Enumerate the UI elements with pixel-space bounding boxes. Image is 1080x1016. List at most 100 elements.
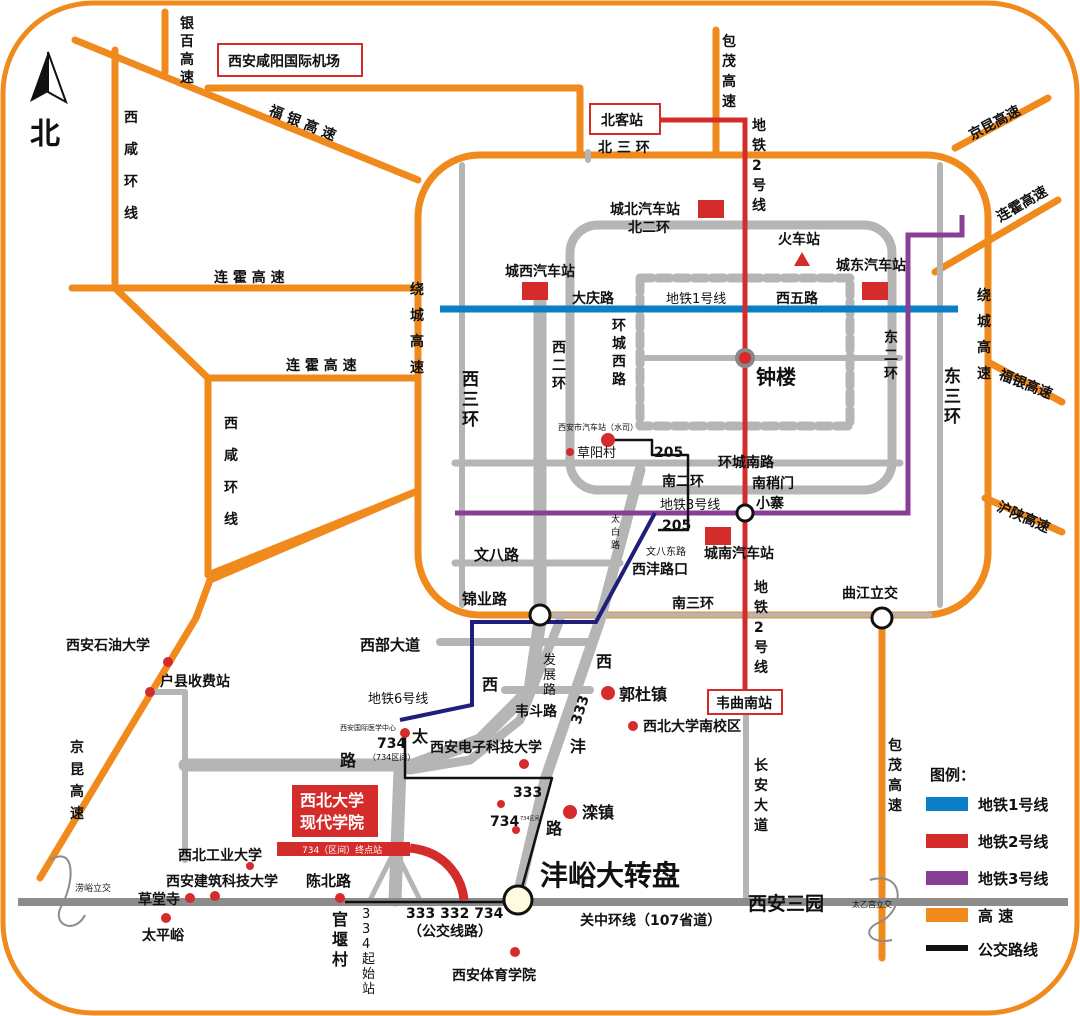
- school-block: 西北大学 现代学院 734（区间）终点站: [277, 785, 410, 856]
- north-second-label: 北二环: [628, 220, 670, 236]
- xi-shiyou-label: 西安石油大学: [66, 637, 150, 654]
- bus-stations: [522, 200, 888, 545]
- legend-swatch-metro2: [926, 834, 968, 848]
- xiaozhai-label: 小寨: [756, 495, 785, 512]
- fengyu-circle: [502, 884, 534, 916]
- jingkun-expressway-sw: [36, 488, 419, 882]
- fazhan-label: 发展路: [543, 652, 556, 698]
- airport-label: 西安咸阳国际机场: [228, 53, 340, 70]
- xi-pe-label: 西安体育学院: [452, 967, 536, 984]
- taibai-label: 太白路: [611, 513, 620, 551]
- xitai-road-branch: [405, 615, 565, 775]
- fuyin-expressway-east: [984, 358, 1066, 406]
- r333-b-label: 333: [513, 785, 542, 801]
- road-xifeng-c-label: 路: [546, 819, 563, 838]
- taipingyu-dot: [161, 913, 171, 923]
- fan-road-1: [367, 847, 398, 903]
- xixian-ring-west: [111, 46, 419, 579]
- chengdong-label: 城东汽车站: [836, 257, 906, 274]
- road-xitai-a-label: 西: [482, 675, 498, 694]
- urban-roads: [147, 149, 943, 907]
- luanzhen-label: 滦镇: [582, 803, 614, 822]
- road-xitai-b-label: 太: [411, 727, 429, 746]
- west-second-label: 西二环: [552, 340, 566, 392]
- taiyi-label: 太乙宫立交: [852, 899, 892, 909]
- lianhuo-1-label: 连 霍 高 速: [214, 269, 285, 286]
- chengdong-bus-station-marker: [862, 282, 888, 300]
- fan-road-2: [392, 847, 423, 903]
- legend-swatch-expressway: [926, 908, 968, 922]
- chengbei-label: 城北汽车站: [610, 201, 680, 218]
- nwu-south-label: 西北大学南校区: [643, 718, 741, 735]
- airport-box: 西安咸阳国际机场: [217, 43, 363, 77]
- weiqu-south-box: 韦曲南站: [707, 689, 783, 715]
- raocheng-right-label: 绕城高速: [977, 287, 991, 382]
- huancheng-west-label: 环城西路: [612, 318, 627, 388]
- chengnan-bus-station-marker: [705, 527, 731, 545]
- huxian-dot: [145, 687, 155, 697]
- south-second-label: 南二环: [662, 473, 704, 490]
- xi-shiyou-dot: [163, 657, 173, 667]
- r734-small-label: 734区间: [520, 815, 540, 822]
- jingkun-ne-label: 京昆高速: [966, 102, 1023, 143]
- guanyan-label: 官堰村: [332, 910, 348, 969]
- bus-lines-sub-label: （公交线路）: [408, 923, 492, 940]
- xauat-label: 西安建筑科技大学: [166, 873, 278, 890]
- weiqu-south-label: 韦曲南站: [716, 695, 772, 712]
- baomao-bottom-label: 包茂高速: [888, 737, 902, 814]
- north-label: 北: [30, 117, 60, 152]
- chengnan-label: 城南汽车站: [704, 545, 774, 562]
- north-arrow-icon: [30, 52, 48, 102]
- north-arrow: 北: [30, 51, 68, 152]
- jinye-circle: [528, 603, 552, 627]
- caoyang-label: 草阳村: [577, 446, 616, 461]
- intl-med-label: 西安国际医学中心: [340, 723, 396, 732]
- taipingyu-label: 太平峪: [142, 927, 185, 944]
- xixian-top-label: 西咸环线: [124, 110, 138, 222]
- east-second-label: 东二环: [884, 329, 898, 382]
- legend-label-metro1: 地铁1号线: [978, 796, 1048, 814]
- road-xifeng-a-label: 西: [596, 652, 612, 671]
- weidou-label: 韦斗路: [515, 703, 558, 720]
- r205-a-label: 205: [654, 445, 683, 461]
- metro-line-6: [399, 512, 657, 722]
- metro1-label: 地铁1号线: [666, 292, 726, 307]
- xifeng-road-label: 西沣路口: [632, 561, 688, 578]
- xitai-road-main: [388, 293, 547, 907]
- terminus-arc: [409, 843, 469, 901]
- xibu-label: 西部大道: [360, 636, 420, 654]
- xixian-bottom-label: 西咸环线: [224, 416, 238, 528]
- taiyi-interchange: [868, 877, 899, 942]
- shuisi-dot: [601, 433, 615, 447]
- fuyin-expressway-west: [71, 36, 422, 184]
- legend: 图例： 地铁1号线 地铁2号线 地铁3号线 高 速 公交路线: [926, 766, 1048, 959]
- r734-b-label: 734: [490, 814, 519, 830]
- baomao-top-label: 包茂高速: [722, 33, 736, 110]
- xauat-dot: [210, 891, 220, 901]
- yinbai-label: 银百高速: [180, 15, 195, 86]
- west-third-label: 西三环: [462, 370, 479, 430]
- qujiang-circle: [870, 606, 894, 630]
- shuisi-label: 西安市汽车站（水司）: [558, 422, 638, 432]
- xiwu-label: 西五路: [776, 290, 819, 307]
- huchen-label: 沪陕高速: [994, 498, 1052, 536]
- east-third-label: 东三环: [944, 366, 961, 427]
- north-connector: [204, 84, 584, 156]
- lianhuo-2-label: 连 霍 高 速: [286, 357, 357, 374]
- bus-routes: [345, 438, 690, 904]
- laoyu-label: 涝峪立交: [75, 882, 111, 894]
- nwpu-label: 西北工业大学: [178, 847, 262, 864]
- r333-dot: [497, 800, 505, 808]
- legend-label-expressway: 高 速: [978, 907, 1013, 925]
- jinye-label: 锦业路: [462, 590, 508, 608]
- legend-swatch-metro3: [926, 871, 968, 885]
- xdu-dot: [519, 759, 529, 769]
- guodu-dot: [601, 686, 615, 700]
- chenbei-label: 陈北路: [306, 872, 352, 890]
- xdu-label: 西安电子科技大学: [430, 739, 542, 756]
